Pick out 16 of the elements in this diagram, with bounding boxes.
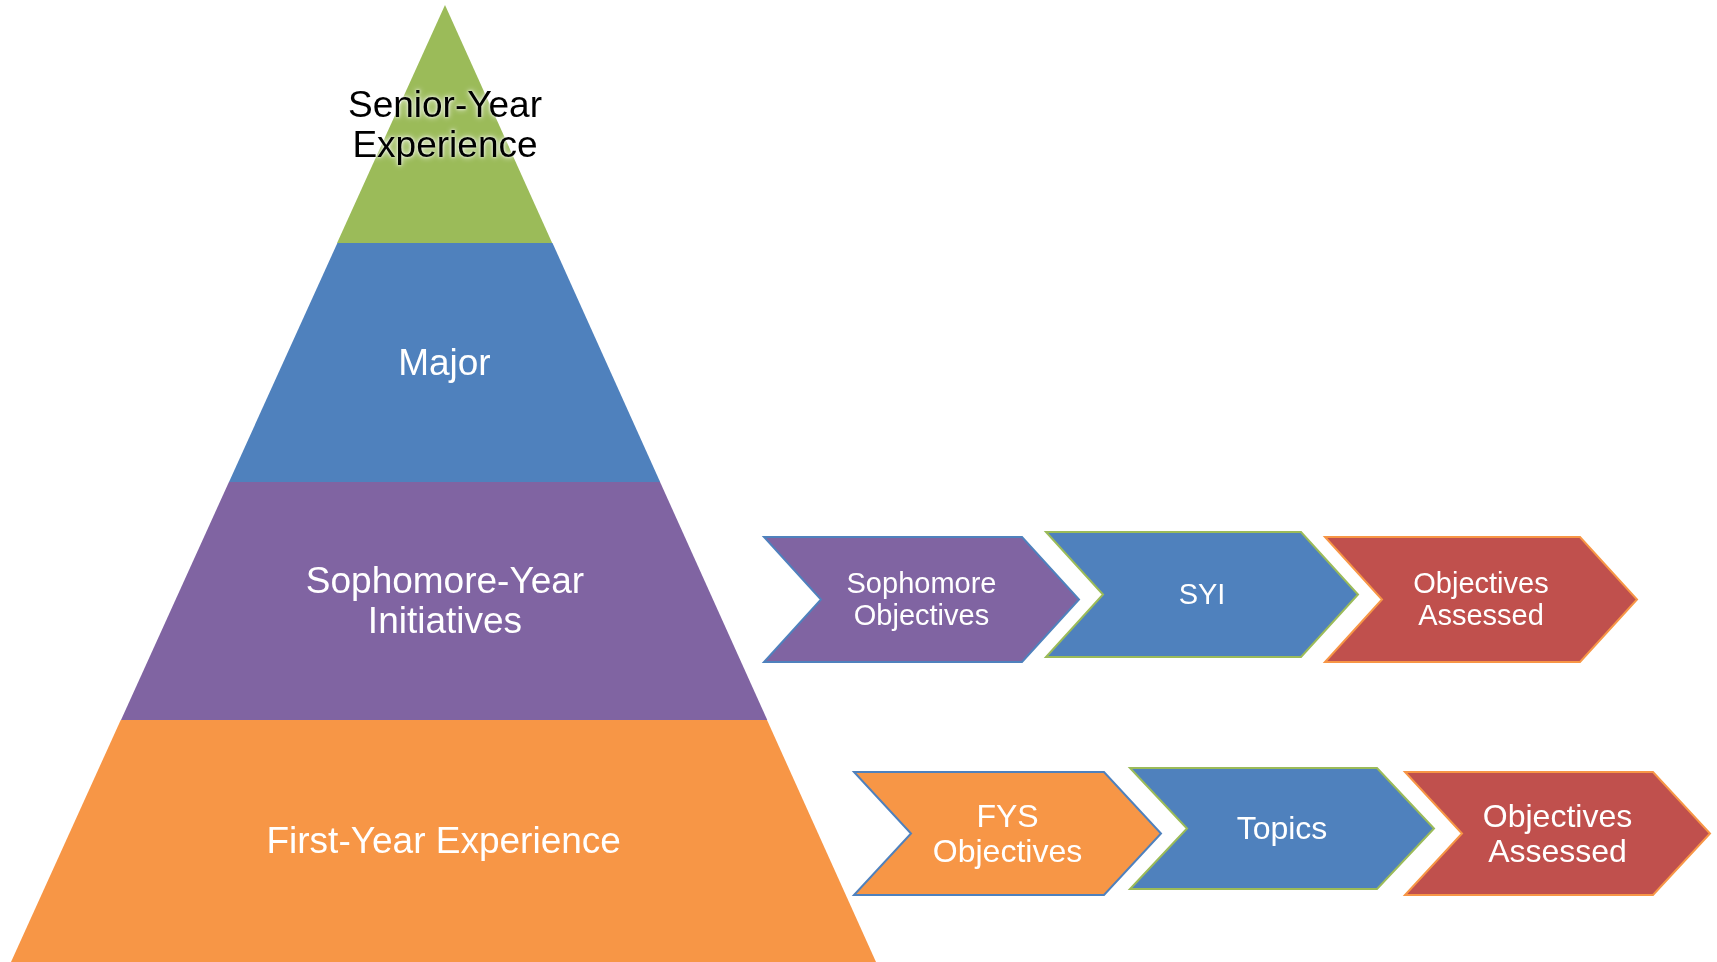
chevron-step bbox=[1405, 772, 1710, 895]
chevron-step bbox=[854, 772, 1161, 895]
tier-label: Sophomore-Year Initiatives bbox=[304, 561, 586, 641]
step-label: Objectives Assessed bbox=[1481, 798, 1634, 869]
chevron-step bbox=[1130, 768, 1434, 889]
step-label: Objectives Assessed bbox=[1412, 568, 1550, 631]
tier-label: Major bbox=[398, 342, 491, 383]
chevron-step bbox=[1325, 537, 1637, 662]
step-label: Sophomore Objectives bbox=[845, 568, 998, 631]
step-label: SYI bbox=[1178, 578, 1226, 611]
chevron-step bbox=[1046, 532, 1358, 657]
chevron-step bbox=[764, 537, 1079, 662]
step-label: Topics bbox=[1236, 811, 1328, 846]
step-label: FYS Objectives bbox=[931, 798, 1084, 869]
tier-label: First-Year Experience bbox=[266, 821, 621, 861]
pyramid-tier bbox=[228, 243, 660, 482]
